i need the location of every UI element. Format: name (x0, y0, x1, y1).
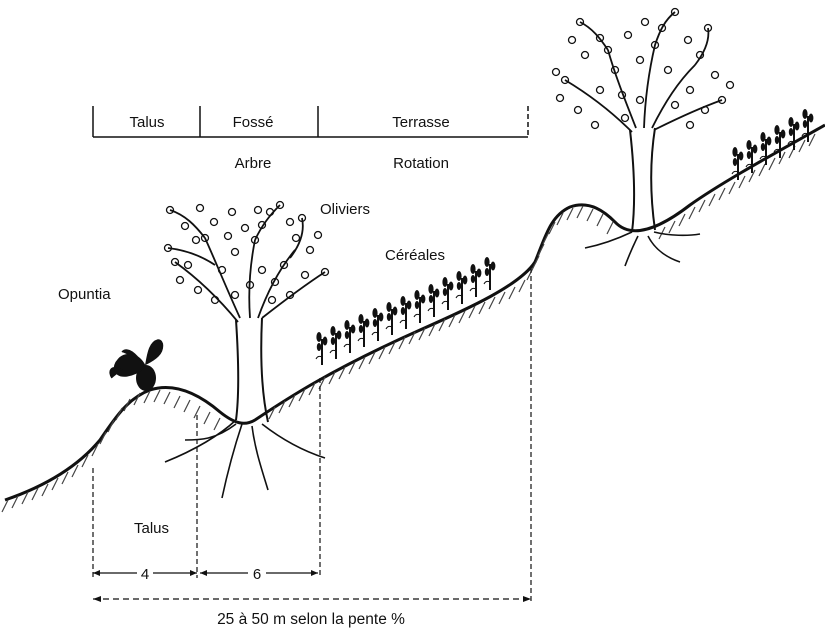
olive-roots-right (585, 232, 700, 266)
cereal-sprig (442, 277, 453, 310)
cereal-sprig (386, 302, 397, 335)
cereal-sprig (400, 296, 411, 329)
cereal-sprig (344, 320, 355, 353)
cereal-sprig (372, 308, 383, 341)
dimension-d1: 4 (141, 566, 149, 583)
ground-profile (2, 125, 825, 512)
header-terrasse-label: Terrasse (392, 114, 450, 131)
olive-trunk-right (630, 128, 655, 232)
cereal-sprig (358, 314, 369, 347)
olive-leaves-right (553, 9, 734, 129)
cereal-sprig (414, 290, 425, 323)
olive-trunk-left (236, 318, 268, 422)
olive-roots-left (165, 420, 325, 498)
cereal-sprig (330, 326, 341, 359)
olive-tree-left (165, 202, 329, 499)
cereal-sprig (456, 271, 467, 304)
dimension-total: 25 à 50 m selon la pente % (217, 611, 405, 628)
ground-hatching (2, 134, 815, 512)
cereal-sprig (732, 147, 743, 180)
cereal-sprig (316, 332, 327, 365)
header-arbre-label: Arbre (235, 155, 272, 172)
dimension-d2: 6 (253, 566, 261, 583)
label-cereales: Céréales (385, 247, 445, 264)
cereal-sprig (470, 264, 481, 297)
dimension-lines (93, 268, 531, 602)
label-talus-bottom: Talus (134, 520, 169, 537)
header-rotation-label: Rotation (393, 155, 449, 172)
label-oliviers: Oliviers (320, 201, 370, 218)
opuntia-cactus (110, 340, 162, 391)
cereal-sprig (428, 284, 439, 317)
cereals-slope (316, 257, 495, 365)
header-fosse-label: Fossé (233, 114, 274, 131)
cereal-sprig (484, 257, 495, 290)
header-scale: Talus Fossé Terrasse Arbre Rotation (93, 106, 528, 172)
olive-branches-right (565, 12, 722, 132)
ground-line (5, 125, 825, 500)
header-talus-label: Talus (129, 114, 164, 131)
olive-tree-right (553, 9, 734, 267)
label-opuntia: Opuntia (58, 286, 111, 303)
